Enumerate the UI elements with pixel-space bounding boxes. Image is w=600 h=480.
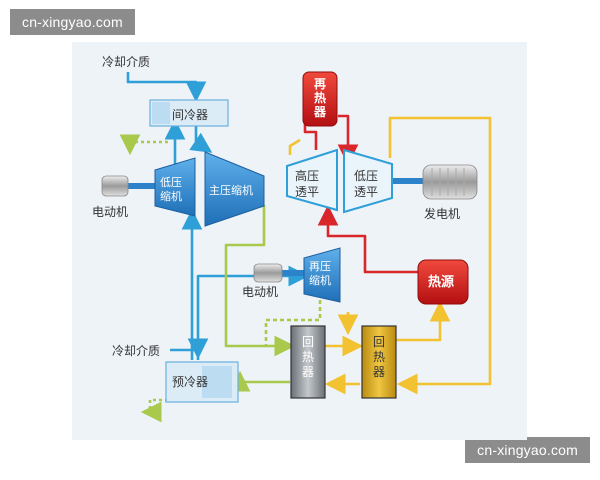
coolant-bottom-line xyxy=(170,338,209,360)
heatsource-to-hp-line xyxy=(317,204,420,274)
intercooler-block xyxy=(149,99,229,127)
watermark-top: cn-xingyao.com xyxy=(10,9,135,35)
coolant-outlet-top xyxy=(119,134,168,156)
intercooler-to-main-line xyxy=(189,122,213,153)
precooler-block xyxy=(165,361,239,403)
label-line: 器 xyxy=(313,105,327,119)
label-line: 回 xyxy=(373,335,385,349)
label-line: 热 xyxy=(314,90,326,105)
label-line: 器 xyxy=(373,365,385,379)
coolant-outlet-bottom xyxy=(140,398,168,423)
main-to-recuperator-line xyxy=(224,205,296,357)
recuperator-high-block xyxy=(361,325,397,399)
recomp-shaft xyxy=(280,270,304,276)
label-line: 再 xyxy=(314,77,326,91)
label-line: 透平 xyxy=(295,185,319,199)
label-line: 热 xyxy=(373,350,385,364)
reheater-block xyxy=(302,71,338,127)
motor-left-icon xyxy=(101,175,129,197)
lp-turbine-label: 低压透平 xyxy=(354,169,378,199)
label-line: 低压 xyxy=(354,169,378,183)
intercooler-label: 间冷器 xyxy=(172,108,208,122)
recuperator-high-label: 回热器 xyxy=(373,335,385,379)
recuperator-to-precooler-line xyxy=(229,370,290,392)
label-line: 透平 xyxy=(354,185,378,199)
main-compressor-label: 主压缩机 xyxy=(209,183,253,197)
recomp-motor-label: 电动机 xyxy=(242,285,278,299)
generator-label: 发电机 xyxy=(424,206,460,221)
label-line: 高压 xyxy=(295,168,319,183)
recup-to-heatsource-line xyxy=(396,300,451,342)
heat-source-label: 热源 xyxy=(428,274,454,290)
recompressor-outlet-line xyxy=(264,300,322,346)
label-line: 器 xyxy=(302,365,314,379)
recompressor-label: 再压缩机 xyxy=(309,260,331,287)
lp-compressor-block xyxy=(154,157,196,217)
label-line: 缩机 xyxy=(309,273,331,287)
recomp-motor-icon xyxy=(253,263,283,283)
left-shaft xyxy=(126,183,156,189)
coolant-inlet-line xyxy=(126,72,207,103)
label-line: 再压 xyxy=(309,260,331,273)
reheater-to-lp-turbine-line xyxy=(337,114,359,166)
precooler-label: 预冷器 xyxy=(172,375,208,389)
lp-turbine-block xyxy=(343,148,393,214)
recuperator-low-block xyxy=(290,325,326,399)
recompressor-block xyxy=(303,247,341,303)
label-line: 热 xyxy=(302,350,314,364)
hp-turbine-label: 高压透平 xyxy=(295,168,319,199)
motor-left-label: 电动机 xyxy=(92,205,128,219)
reheater-label: 再热器 xyxy=(313,77,327,119)
label-line: 低压 xyxy=(160,176,182,189)
right-shaft xyxy=(385,178,425,184)
main-compressor-block xyxy=(204,151,265,227)
hp-turbine-inlet-line xyxy=(288,138,301,155)
label-line: 回 xyxy=(302,335,314,349)
generator-icon xyxy=(422,164,478,200)
label-line: 缩机 xyxy=(160,189,182,203)
coolant-top-label: 冷却介质 xyxy=(102,55,150,69)
watermark-bottom: cn-xingyao.com xyxy=(465,437,590,463)
turbine-exhaust-line xyxy=(388,116,492,395)
heat-source-block xyxy=(417,259,469,305)
coolant-bottom-label: 冷却介质 xyxy=(112,344,160,358)
hp-turbine-block xyxy=(286,148,338,212)
recuperator-low-label: 回热器 xyxy=(302,335,314,379)
lp-compressor-label: 低压缩机 xyxy=(160,176,182,203)
